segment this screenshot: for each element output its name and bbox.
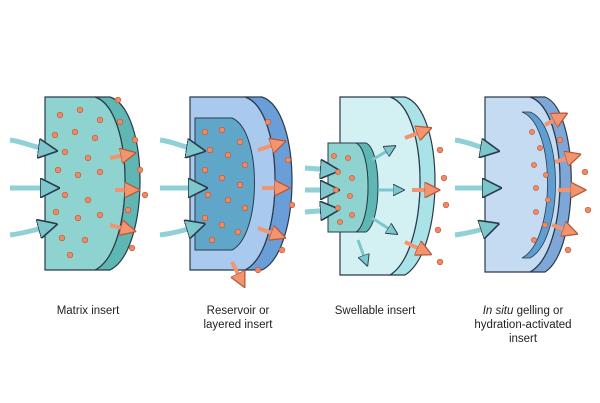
insitu-insert-panel: [454, 96, 592, 273]
insitu-caption-rest: gelling or: [513, 305, 564, 317]
reservoir-insert-panel: [159, 96, 296, 282]
swellable-drug-particles: [331, 146, 450, 266]
matrix-inflow-arrows: [9, 137, 52, 235]
reservoir-insert-caption: Reservoir or layered insert: [163, 304, 313, 332]
reservoir-drug-particles: [201, 118, 296, 274]
insitu-caption-line2: hydration-activated: [474, 319, 572, 331]
reservoir-core: [194, 117, 255, 251]
reservoir-caption-line1: Reservoir or: [206, 305, 270, 317]
matrix-drug-particles: [51, 96, 149, 259]
swellable-inflow-arrows: [304, 168, 332, 212]
reservoir-release-arrows: [230, 143, 284, 282]
swellable-caption-line1: Swellable insert: [334, 305, 416, 317]
insitu-drug-particles: [529, 129, 592, 254]
matrix-insert-body: [44, 96, 126, 271]
insitu-insert-caption: In situ gelling or hydration-activated i…: [448, 304, 598, 346]
insitu-inflow-arrows: [454, 137, 494, 235]
swellable-swelling-arrows: [356, 148, 400, 262]
swellable-release-arrows: [404, 130, 434, 252]
matrix-release-arrows: [109, 154, 134, 230]
swellable-insert-caption: Swellable insert: [300, 304, 450, 318]
insitu-caption-line3: insert: [508, 333, 538, 345]
insitu-caption-italic: In situ: [482, 305, 514, 317]
reservoir-inflow-arrows: [159, 137, 200, 235]
matrix-caption-line1: Matrix insert: [56, 305, 120, 317]
reservoir-caption-line2: layered insert: [203, 319, 273, 331]
insitu-release-arrows: [544, 116, 580, 232]
swellable-insert-panel: [304, 96, 450, 276]
matrix-insert-caption: Matrix insert: [13, 304, 163, 318]
matrix-insert-panel: [9, 96, 149, 271]
insitu-gel-layer: [521, 111, 556, 259]
